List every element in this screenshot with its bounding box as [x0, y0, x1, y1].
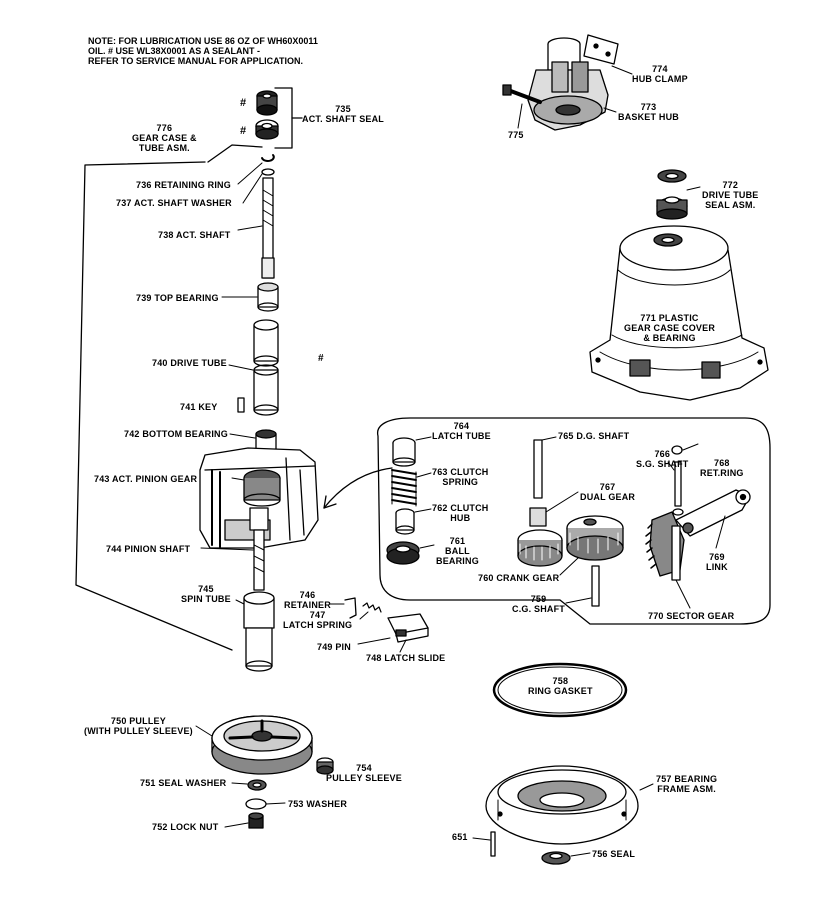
- sealant-mark-upper: #: [240, 97, 247, 109]
- hub-clamp: [583, 34, 619, 65]
- label-651: 651: [452, 832, 468, 842]
- act-shaft-seal-upper: [256, 90, 278, 116]
- bottom-seal: [541, 851, 571, 865]
- latch-spring: [362, 602, 382, 613]
- label-735: 735 ACT. SHAFT SEAL: [302, 104, 385, 124]
- label-737: 737 ACT. SHAFT WASHER: [116, 198, 232, 208]
- bottom-bearing: [255, 429, 277, 453]
- note-line-1: NOTE: FOR LUBRICATION USE 86 OZ OF WH60X…: [88, 36, 318, 46]
- label-743: 743 ACT. PINION GEAR: [94, 474, 198, 484]
- seal-washer: [247, 779, 267, 791]
- label-761: 761 BALL BEARING: [436, 536, 479, 566]
- note-line-3: REFER TO SERVICE MANUAL FOR APPLICATION.: [88, 56, 304, 66]
- label-772: 772 DRIVE TUBE SEAL ASM.: [702, 180, 759, 210]
- dual-gear: [517, 507, 563, 567]
- gear-case-housing: [199, 447, 319, 549]
- label-740: 740 DRIVE TUBE: [152, 358, 227, 368]
- crank-gear: [566, 515, 624, 561]
- dg-shaft: [533, 439, 543, 499]
- label-768: 768 RET.RING: [700, 458, 744, 478]
- label-747: 747 LATCH SPRING: [283, 610, 353, 630]
- cg-shaft: [591, 565, 600, 607]
- label-748: 748 LATCH SLIDE: [366, 653, 446, 663]
- drive-key: [237, 397, 245, 413]
- gear-case-cover: [589, 225, 769, 401]
- label-763: 763 CLUTCH SPRING: [432, 467, 489, 487]
- drive-tube: [253, 319, 279, 416]
- label-742: 742 BOTTOM BEARING: [124, 429, 228, 439]
- top-bearing: [257, 282, 279, 312]
- clutch-hub: [395, 508, 415, 535]
- act-shaft: [261, 177, 275, 279]
- label-759: 759 C.G. SHAFT: [512, 594, 565, 614]
- ball-bearing: [386, 541, 420, 565]
- label-757: 757 BEARING FRAME ASM.: [656, 774, 718, 794]
- spin-tube: [243, 591, 275, 672]
- link-arm: [675, 489, 751, 537]
- sealant-mark-lower: #: [240, 125, 247, 137]
- label-744: 744 PINION SHAFT: [106, 544, 191, 554]
- label-736: 736 RETAINING RING: [136, 180, 231, 190]
- act-shaft-washer: [261, 168, 275, 176]
- label-773: 773 BASKET HUB: [618, 102, 680, 122]
- ring-gasket: [492, 662, 628, 718]
- drive-tube-seal-asm: [656, 169, 688, 220]
- sealant-mark-pulley-sleeve: #: [318, 353, 324, 364]
- latch-slide: [387, 613, 429, 643]
- gear-case-asm-outline: [75, 161, 233, 651]
- label-765: 765 D.G. SHAFT: [558, 431, 630, 441]
- label-741: 741 KEY: [180, 402, 218, 412]
- hub-bolt: [502, 84, 542, 104]
- latch-tube: [392, 437, 416, 467]
- label-764: 764 LATCH TUBE: [432, 421, 491, 441]
- label-771: 771 PLASTIC GEAR CASE COVER & BEARING: [624, 313, 716, 343]
- ret-ring: [671, 445, 683, 455]
- lubrication-note: NOTE: FOR LUBRICATION USE 86 OZ OF WH60X…: [88, 36, 318, 66]
- retainer-clip: [344, 597, 357, 619]
- label-756: 756 SEAL: [592, 849, 636, 859]
- label-760: 760 CRANK GEAR: [478, 573, 560, 583]
- label-754: 754 PULLEY SLEEVE: [326, 763, 402, 783]
- label-749: 749 PIN: [317, 642, 351, 652]
- detail-box-outline: [377, 417, 771, 625]
- pulley-sleeve: [316, 757, 334, 775]
- label-751: 751 SEAL WASHER: [140, 778, 227, 788]
- bearing-frame: [485, 765, 639, 845]
- washer: [245, 798, 267, 810]
- label-776: 776 GEAR CASE & TUBE ASM.: [132, 123, 197, 153]
- label-762: 762 CLUTCH HUB: [432, 503, 489, 523]
- basket-hub: [527, 37, 609, 131]
- label-770: 770 SECTOR GEAR: [648, 611, 735, 621]
- pulley: [211, 715, 313, 775]
- note-line-2: OIL. # USE WL38X0001 AS A SEALANT -: [88, 46, 261, 56]
- label-745: 745 SPIN TUBE: [181, 584, 231, 604]
- detail-arrow: [323, 467, 393, 509]
- gear-case-label-bracket: [207, 144, 263, 163]
- label-738: 738 ACT. SHAFT: [158, 230, 231, 240]
- clutch-spring: [391, 469, 417, 507]
- label-753: 753 WASHER: [288, 799, 348, 809]
- label-752: 752 LOCK NUT: [152, 822, 219, 832]
- label-767: 767 DUAL GEAR: [580, 482, 636, 502]
- label-769: 769 LINK: [706, 552, 728, 572]
- pinion-shaft: [249, 507, 269, 591]
- act-shaft-seal-lower: [255, 119, 279, 140]
- lock-nut: [248, 812, 264, 829]
- label-750: 750 PULLEY (WITH PULLEY SLEEVE): [84, 716, 193, 736]
- label-766: 766 S.G. SHAFT: [636, 449, 689, 469]
- label-775: 775: [508, 130, 524, 140]
- label-746: 746 RETAINER: [284, 590, 331, 610]
- sg-shaft: [674, 461, 682, 507]
- label-758: 758 RING GASKET: [528, 676, 593, 696]
- label-739: 739 TOP BEARING: [136, 293, 219, 303]
- retaining-ring: [261, 154, 275, 162]
- label-774: 774 HUB CLAMP: [632, 64, 688, 84]
- frame-screw: [490, 831, 496, 857]
